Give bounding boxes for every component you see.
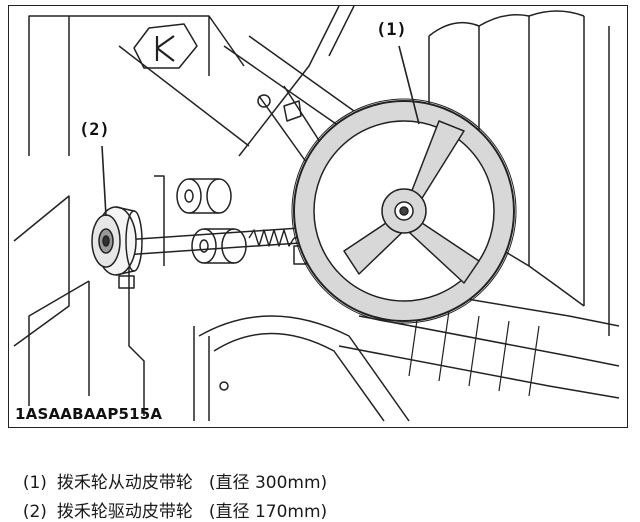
mechanical-illustration xyxy=(13,6,620,422)
caption-line-2: (2) 拨禾轮驱动皮带轮 (直径 170mm) xyxy=(12,477,327,522)
caption-spec: (直径 300mm) xyxy=(208,473,328,493)
figure-panel: (1) (2) 1ASAABAAP515A xyxy=(8,5,628,428)
caption-text: 拨禾轮驱动皮带轮 xyxy=(56,502,193,522)
callout-label-2: (2) xyxy=(79,120,110,140)
caption-spec: (直径 170mm) xyxy=(208,502,328,522)
callout-label-1: (1) xyxy=(376,20,407,40)
logo-shape xyxy=(133,23,198,69)
caption-text: 拨禾轮从动皮带轮 xyxy=(56,473,193,493)
caption-number: (2) xyxy=(22,502,47,522)
figure-code: 1ASAABAAP515A xyxy=(15,405,163,423)
caption-line-1: (1) 拨禾轮从动皮带轮 (直径 300mm) xyxy=(12,448,327,493)
caption-number: (1) xyxy=(22,473,47,493)
